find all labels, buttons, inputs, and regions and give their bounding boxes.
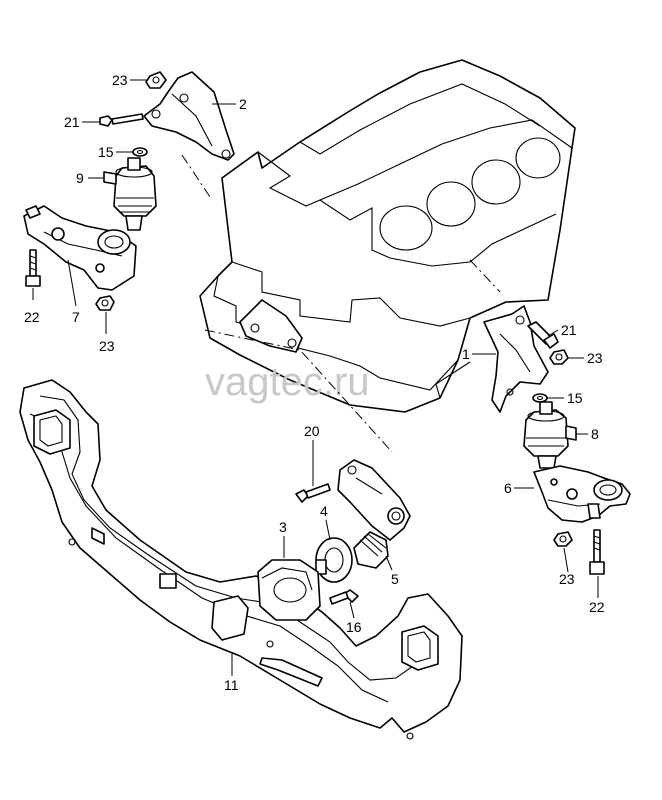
callout-9: 9	[76, 170, 84, 186]
nut-23-left-bottom	[95, 295, 115, 311]
nut-23-right-bottom	[553, 531, 573, 547]
callout-21: 21	[561, 322, 577, 338]
callout-21: 21	[64, 114, 80, 130]
left-engine-mount	[103, 157, 157, 231]
left-engine-bracket	[143, 71, 235, 161]
callout-22: 22	[589, 599, 605, 615]
watermark: vagtec.ru	[205, 360, 370, 404]
subframe	[19, 379, 463, 740]
bolt-20	[295, 483, 331, 503]
bolt-16	[329, 589, 359, 605]
callout-16: 16	[346, 619, 362, 635]
callout-7: 7	[72, 309, 80, 325]
washer-15-left	[132, 147, 148, 157]
callout-15: 15	[98, 144, 114, 160]
callout-6: 6	[504, 480, 512, 496]
bolt-21-left	[99, 113, 144, 127]
bolt-22-right	[589, 529, 605, 575]
callout-8: 8	[591, 426, 599, 442]
callout-23: 23	[99, 338, 115, 354]
callout-15: 15	[567, 390, 583, 406]
callout-11: 11	[224, 677, 239, 693]
callout-5: 5	[391, 571, 399, 587]
washer-15-right	[532, 393, 548, 403]
left-mount-console	[23, 205, 137, 291]
nut-23-top-left	[145, 71, 167, 89]
callout-23: 23	[559, 571, 575, 587]
bolt-22-left	[25, 249, 41, 287]
callout-23: 23	[587, 350, 603, 366]
right-engine-bracket	[483, 305, 549, 413]
callout-3: 3	[279, 519, 287, 535]
right-mount-console	[533, 465, 631, 523]
engine-block	[199, 59, 576, 413]
bolt-21-right	[527, 321, 559, 349]
callout-1: 1	[462, 346, 470, 362]
callout-23: 23	[112, 72, 128, 88]
callout-labels: 23 2 21 15 9 22 7 23 21 1 23 15 8 6 23 2…	[24, 72, 605, 693]
rubber-bushing	[315, 537, 353, 583]
callout-20: 20	[304, 423, 320, 439]
callout-4: 4	[320, 503, 328, 519]
nut-23-right-top	[549, 349, 569, 365]
subframe-bracket	[337, 459, 411, 569]
leader-lines	[32, 79, 599, 676]
right-engine-mount	[523, 401, 577, 469]
callout-22: 22	[24, 309, 40, 325]
callout-2: 2	[239, 96, 247, 112]
subframe-mount	[257, 559, 321, 621]
